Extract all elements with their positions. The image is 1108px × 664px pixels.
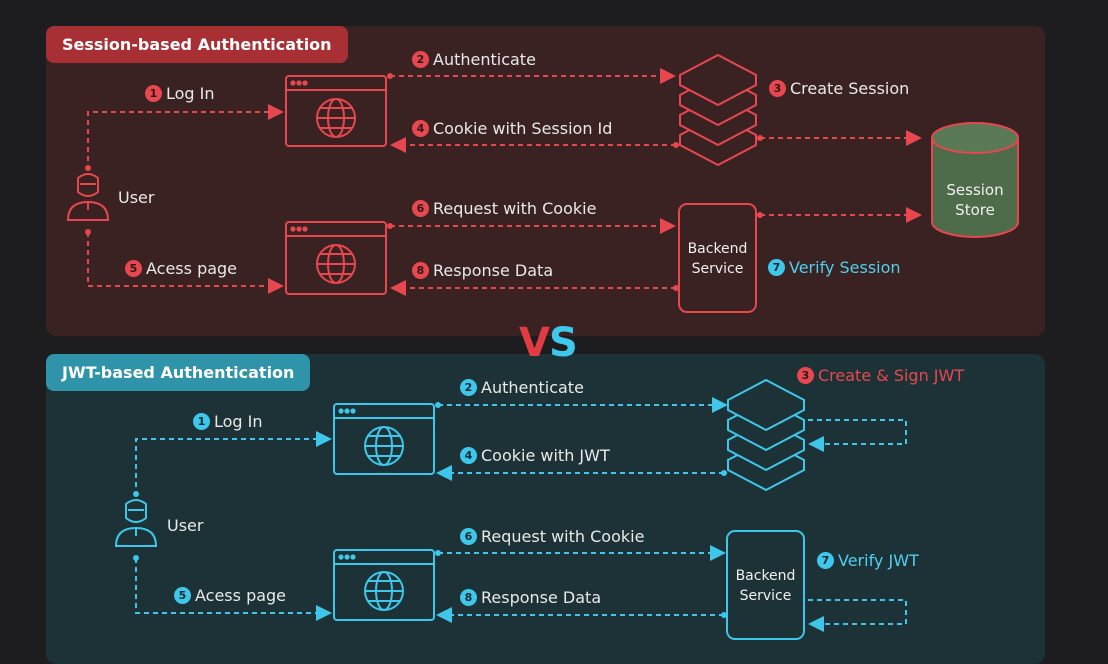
vs-v: V (519, 320, 550, 366)
store-line-2: Store (955, 201, 995, 219)
step-number: 7 (768, 259, 785, 276)
step-number: 6 (460, 528, 477, 545)
step-label: Acess page (146, 259, 238, 278)
browser-icon (285, 75, 387, 147)
arrow-jwt-verify-loop (808, 599, 907, 632)
backend-line-2: Service (691, 261, 744, 277)
jwt-step-create-sign: 3 Create & Sign JWT (797, 366, 964, 385)
user-icon (114, 499, 158, 547)
step-label: Acess page (195, 586, 287, 605)
step-log-in: 1 Log In (145, 84, 215, 103)
jwt-user-label: User (167, 516, 204, 535)
step-label: Authenticate (481, 378, 584, 397)
session-store-label: Session Store (932, 180, 1018, 220)
jwt-step-verify: 7 Verify JWT (817, 551, 919, 570)
user-icon (66, 173, 110, 221)
step-label: Verify JWT (838, 551, 919, 570)
step-response-data: 8 Response Data (412, 261, 553, 280)
session-store-icon (931, 122, 1019, 238)
server-icon (727, 378, 805, 492)
backend-line-1: Backend (687, 241, 748, 257)
backend-line-1: Backend (735, 568, 796, 584)
step-number: 2 (460, 379, 477, 396)
step-number: 3 (769, 80, 786, 97)
jwt-step-response: 8 Response Data (460, 588, 601, 607)
jwt-backend-service-label: Backend Service (727, 566, 804, 606)
arrow-jwt-access-page (135, 558, 332, 621)
step-number: 7 (817, 552, 834, 569)
step-number: 2 (412, 51, 429, 68)
jwt-step-access-page: 5 Acess page (174, 586, 286, 605)
session-title: Session-based Authentication (46, 26, 348, 63)
backend-service-box (678, 203, 757, 313)
browser-icon (333, 403, 435, 475)
arrow-jwt-log-in (135, 431, 332, 496)
step-number: 3 (797, 367, 814, 384)
jwt-title: JWT-based Authentication (46, 354, 311, 391)
jwt-step-cookie: 4 Cookie with JWT (460, 446, 610, 465)
jwt-step-authenticate: 2 Authenticate (460, 378, 584, 397)
jwt-step-request: 6 Request with Cookie (460, 527, 644, 546)
step-number: 1 (145, 85, 162, 102)
step-label: Log In (214, 412, 263, 431)
step-number: 1 (193, 413, 210, 430)
step-label: Create Session (790, 79, 910, 98)
backend-line-2: Service (739, 588, 792, 604)
step-authenticate: 2 Authenticate (412, 50, 536, 69)
step-number: 4 (460, 447, 477, 464)
step-create-session: 3 Create Session (769, 79, 909, 98)
step-label: Cookie with Session Id (433, 119, 613, 138)
browser-icon (333, 549, 435, 621)
step-number: 6 (412, 200, 429, 217)
store-line-1: Session (946, 181, 1004, 199)
step-label: Verify Session (789, 258, 901, 277)
step-label: Cookie with JWT (481, 446, 610, 465)
step-number: 8 (460, 589, 477, 606)
jwt-step-log-in: 1 Log In (193, 412, 263, 431)
backend-service-label: Backend Service (679, 239, 756, 279)
arrow-jwt-sign-loop (808, 419, 907, 452)
backend-service-box (726, 530, 805, 640)
step-label: Log In (166, 84, 215, 103)
step-number: 5 (174, 587, 191, 604)
step-label: Request with Cookie (433, 199, 597, 218)
session-panel (46, 26, 1045, 336)
step-request-cookie: 6 Request with Cookie (412, 199, 596, 218)
step-access-page: 5 Acess page (125, 259, 237, 278)
jwt-panel (46, 354, 1045, 664)
step-number: 5 (125, 260, 142, 277)
user-label: User (118, 188, 155, 207)
server-icon (679, 53, 757, 167)
step-verify-session: 7 Verify Session (768, 258, 901, 277)
vs-label: VS (519, 320, 578, 366)
arrow-log-in (87, 104, 284, 170)
arrow-access-page (87, 232, 284, 294)
step-label: Request with Cookie (481, 527, 645, 546)
step-number: 8 (412, 262, 429, 279)
step-label: Authenticate (433, 50, 536, 69)
step-label: Response Data (481, 588, 602, 607)
step-label: Create & Sign JWT (818, 366, 965, 385)
step-label: Response Data (433, 261, 554, 280)
vs-s: S (548, 320, 578, 366)
browser-icon (285, 221, 387, 295)
step-number: 4 (412, 120, 429, 137)
step-cookie-session: 4 Cookie with Session Id (412, 119, 612, 138)
